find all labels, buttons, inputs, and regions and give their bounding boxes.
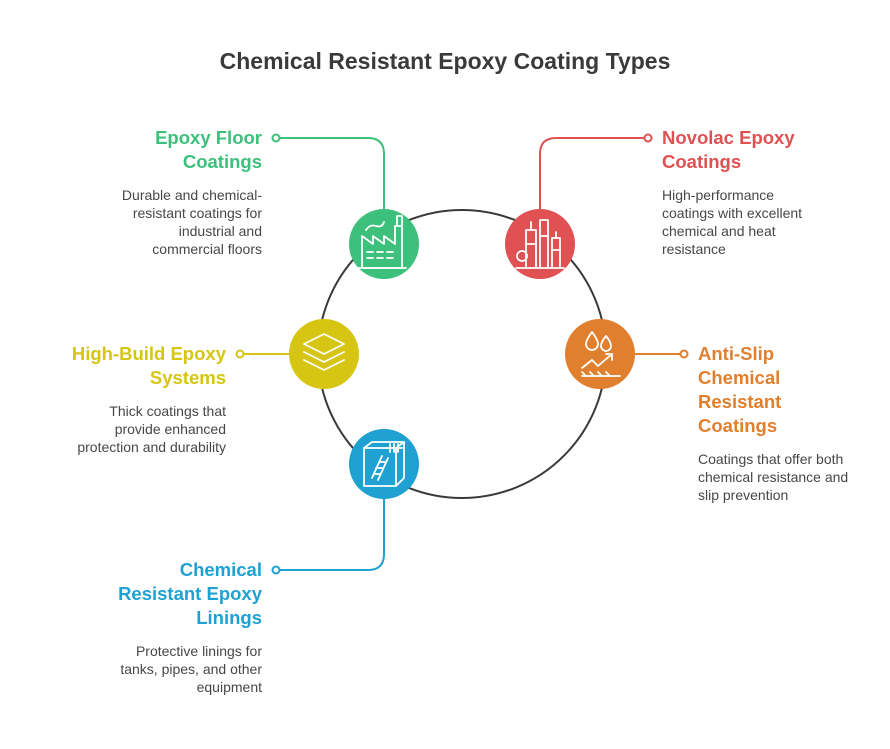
description-line: commercial floors xyxy=(152,241,262,257)
description-novolac-epoxy-coatings: High-performance coatings with excellent… xyxy=(662,186,862,258)
diagram-title: Chemical Resistant Epoxy Coating Types xyxy=(219,48,671,74)
heading-line: Resistant Epoxy xyxy=(118,583,262,604)
description-line: slip prevention xyxy=(698,487,789,503)
heading-line: Systems xyxy=(149,367,226,388)
connector-epoxy-floor xyxy=(278,137,385,212)
factory-icon xyxy=(357,215,407,269)
connector-novolac xyxy=(539,137,646,212)
description-line: High-performance xyxy=(662,187,775,203)
description-line: resistant coatings for xyxy=(132,205,262,221)
description-line: tanks, pipes, and other xyxy=(120,661,262,677)
description-epoxy-floor-coatings: Durable and chemical- resistant coatings… xyxy=(60,186,262,258)
layers-icon xyxy=(303,333,345,371)
node-epoxy-floor xyxy=(349,209,419,279)
description-line: provide enhanced xyxy=(114,421,226,437)
description-line: Durable and chemical- xyxy=(121,187,262,203)
heading-line: Linings xyxy=(196,607,262,628)
node-anti-slip xyxy=(565,319,635,389)
description-line: chemical and heat xyxy=(662,223,776,239)
drops-slip-icon xyxy=(581,331,621,377)
connector-dot-linings xyxy=(271,565,281,575)
heading-line: Chemical xyxy=(179,559,262,580)
node-linings xyxy=(349,429,419,499)
connector-dot-epoxy-floor xyxy=(271,133,281,143)
description-line: coatings with excellent xyxy=(662,205,803,221)
description-line: equipment xyxy=(196,679,262,695)
heading-high-build-epoxy-systems: High-Build Epoxy Systems xyxy=(20,342,226,390)
description-line: Thick coatings that xyxy=(109,403,226,419)
connector-dot-high-build xyxy=(235,349,245,359)
connector-linings xyxy=(278,496,385,571)
heading-line: Novolac Epoxy xyxy=(662,127,795,148)
description-line: protection and durability xyxy=(77,439,226,455)
refinery-icon xyxy=(515,219,565,269)
description-chemical-resistant-epoxy-linings: Protective linings for tanks, pipes, and… xyxy=(60,642,262,696)
heading-epoxy-floor-coatings: Epoxy Floor Coatings xyxy=(60,126,262,174)
description-line: resistance xyxy=(662,241,726,257)
description-anti-slip-coatings: Coatings that offer both chemical resist… xyxy=(698,450,878,504)
heading-line: High-Build Epoxy xyxy=(71,343,226,364)
heading-line: Epoxy Floor xyxy=(155,127,262,148)
description-line: Coatings that offer both xyxy=(698,451,844,467)
heading-novolac-epoxy-coatings: Novolac Epoxy Coatings xyxy=(662,126,862,174)
node-high-build xyxy=(289,319,359,389)
heading-line: Coatings xyxy=(662,151,742,172)
connector-dot-anti-slip xyxy=(679,349,689,359)
description-line: Protective linings for xyxy=(135,643,262,659)
heading-line: Coatings xyxy=(182,151,262,172)
connector-dot-novolac xyxy=(643,133,653,143)
heading-anti-slip-coatings: Anti-Slip Chemical Resistant Coatings xyxy=(698,342,878,438)
node-novolac xyxy=(505,209,575,279)
description-high-build-epoxy-systems: Thick coatings that provide enhanced pro… xyxy=(20,402,226,456)
heading-line: Chemical xyxy=(698,367,781,388)
tank-lining-icon xyxy=(363,441,405,487)
heading-line: Coatings xyxy=(698,415,778,436)
heading-line: Resistant xyxy=(698,391,782,412)
heading-chemical-resistant-epoxy-linings: Chemical Resistant Epoxy Linings xyxy=(60,558,262,630)
heading-line: Anti-Slip xyxy=(698,343,775,364)
description-line: chemical resistance and xyxy=(698,469,849,485)
description-line: industrial and xyxy=(178,223,262,239)
